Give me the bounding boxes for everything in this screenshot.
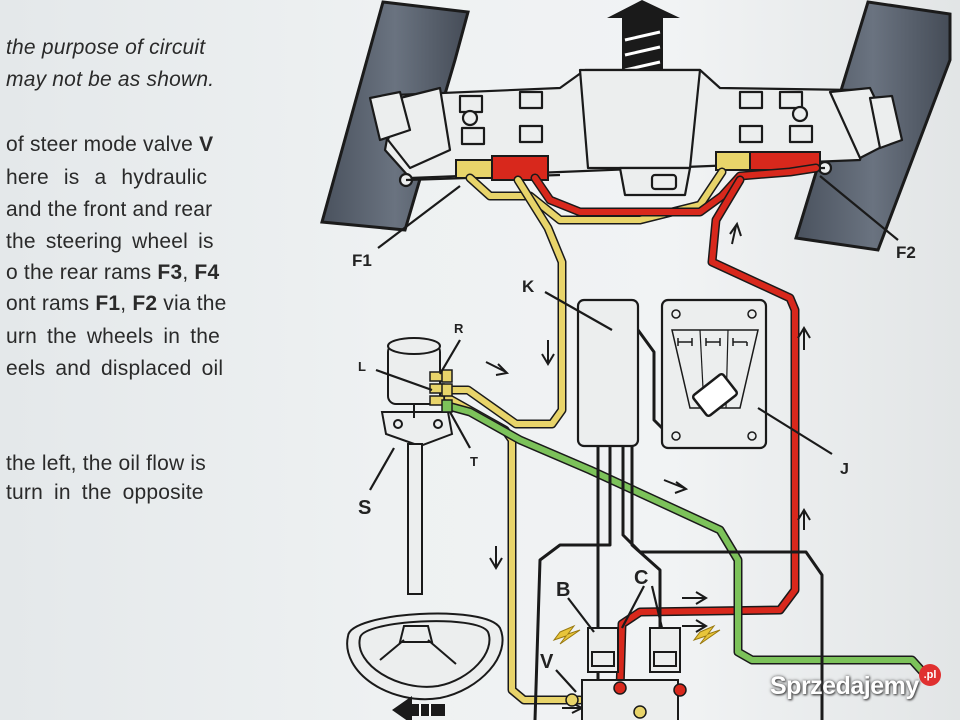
text-line-11: the left, the oil flow is [6, 452, 206, 475]
port-fittings [429, 369, 453, 413]
label-b: B [556, 579, 570, 601]
label-f2: F2 [896, 243, 916, 262]
text-line-5: and the front and rear [6, 198, 213, 221]
leader-lines [369, 175, 899, 693]
watermark-badge: .pl [919, 664, 941, 686]
text-line-12: turn in the opposite [6, 481, 204, 504]
label-k: K [522, 277, 535, 296]
flow-arrows [485, 221, 811, 714]
control-module-k [576, 298, 640, 448]
text-line-1: the purpose of circuit [6, 36, 206, 59]
text-line-3: of steer mode valve V [6, 133, 214, 156]
label-c: C [634, 567, 648, 589]
label-r: R [454, 321, 464, 336]
label-j: J [840, 461, 849, 478]
text-line-4: here is a hydraulic [6, 166, 208, 189]
label-f1: F1 [352, 251, 372, 270]
text-line-7: o the rear rams F3, F4 [6, 261, 220, 284]
watermark-brand: Sprzedajemy [770, 672, 919, 700]
label-t: T [470, 454, 478, 469]
forward-arrow-icon [607, 0, 680, 88]
steer-mode-valve-v [565, 627, 687, 720]
text-line-6: the steering wheel is [6, 230, 214, 253]
label-v: V [540, 651, 554, 673]
reverse-arrow-icon [392, 696, 445, 720]
text-line-2: may not be as shown. [6, 68, 215, 91]
text-line-10: eels and displaced oil [6, 357, 224, 380]
label-l: L [358, 359, 366, 374]
text-line-8: ont rams F1, F2 via the [6, 292, 227, 315]
lightning-icon [552, 624, 721, 645]
label-s: S [358, 497, 371, 519]
steer-mode-switch-j [660, 298, 768, 450]
text-line-9: urn the wheels in the [6, 325, 220, 348]
